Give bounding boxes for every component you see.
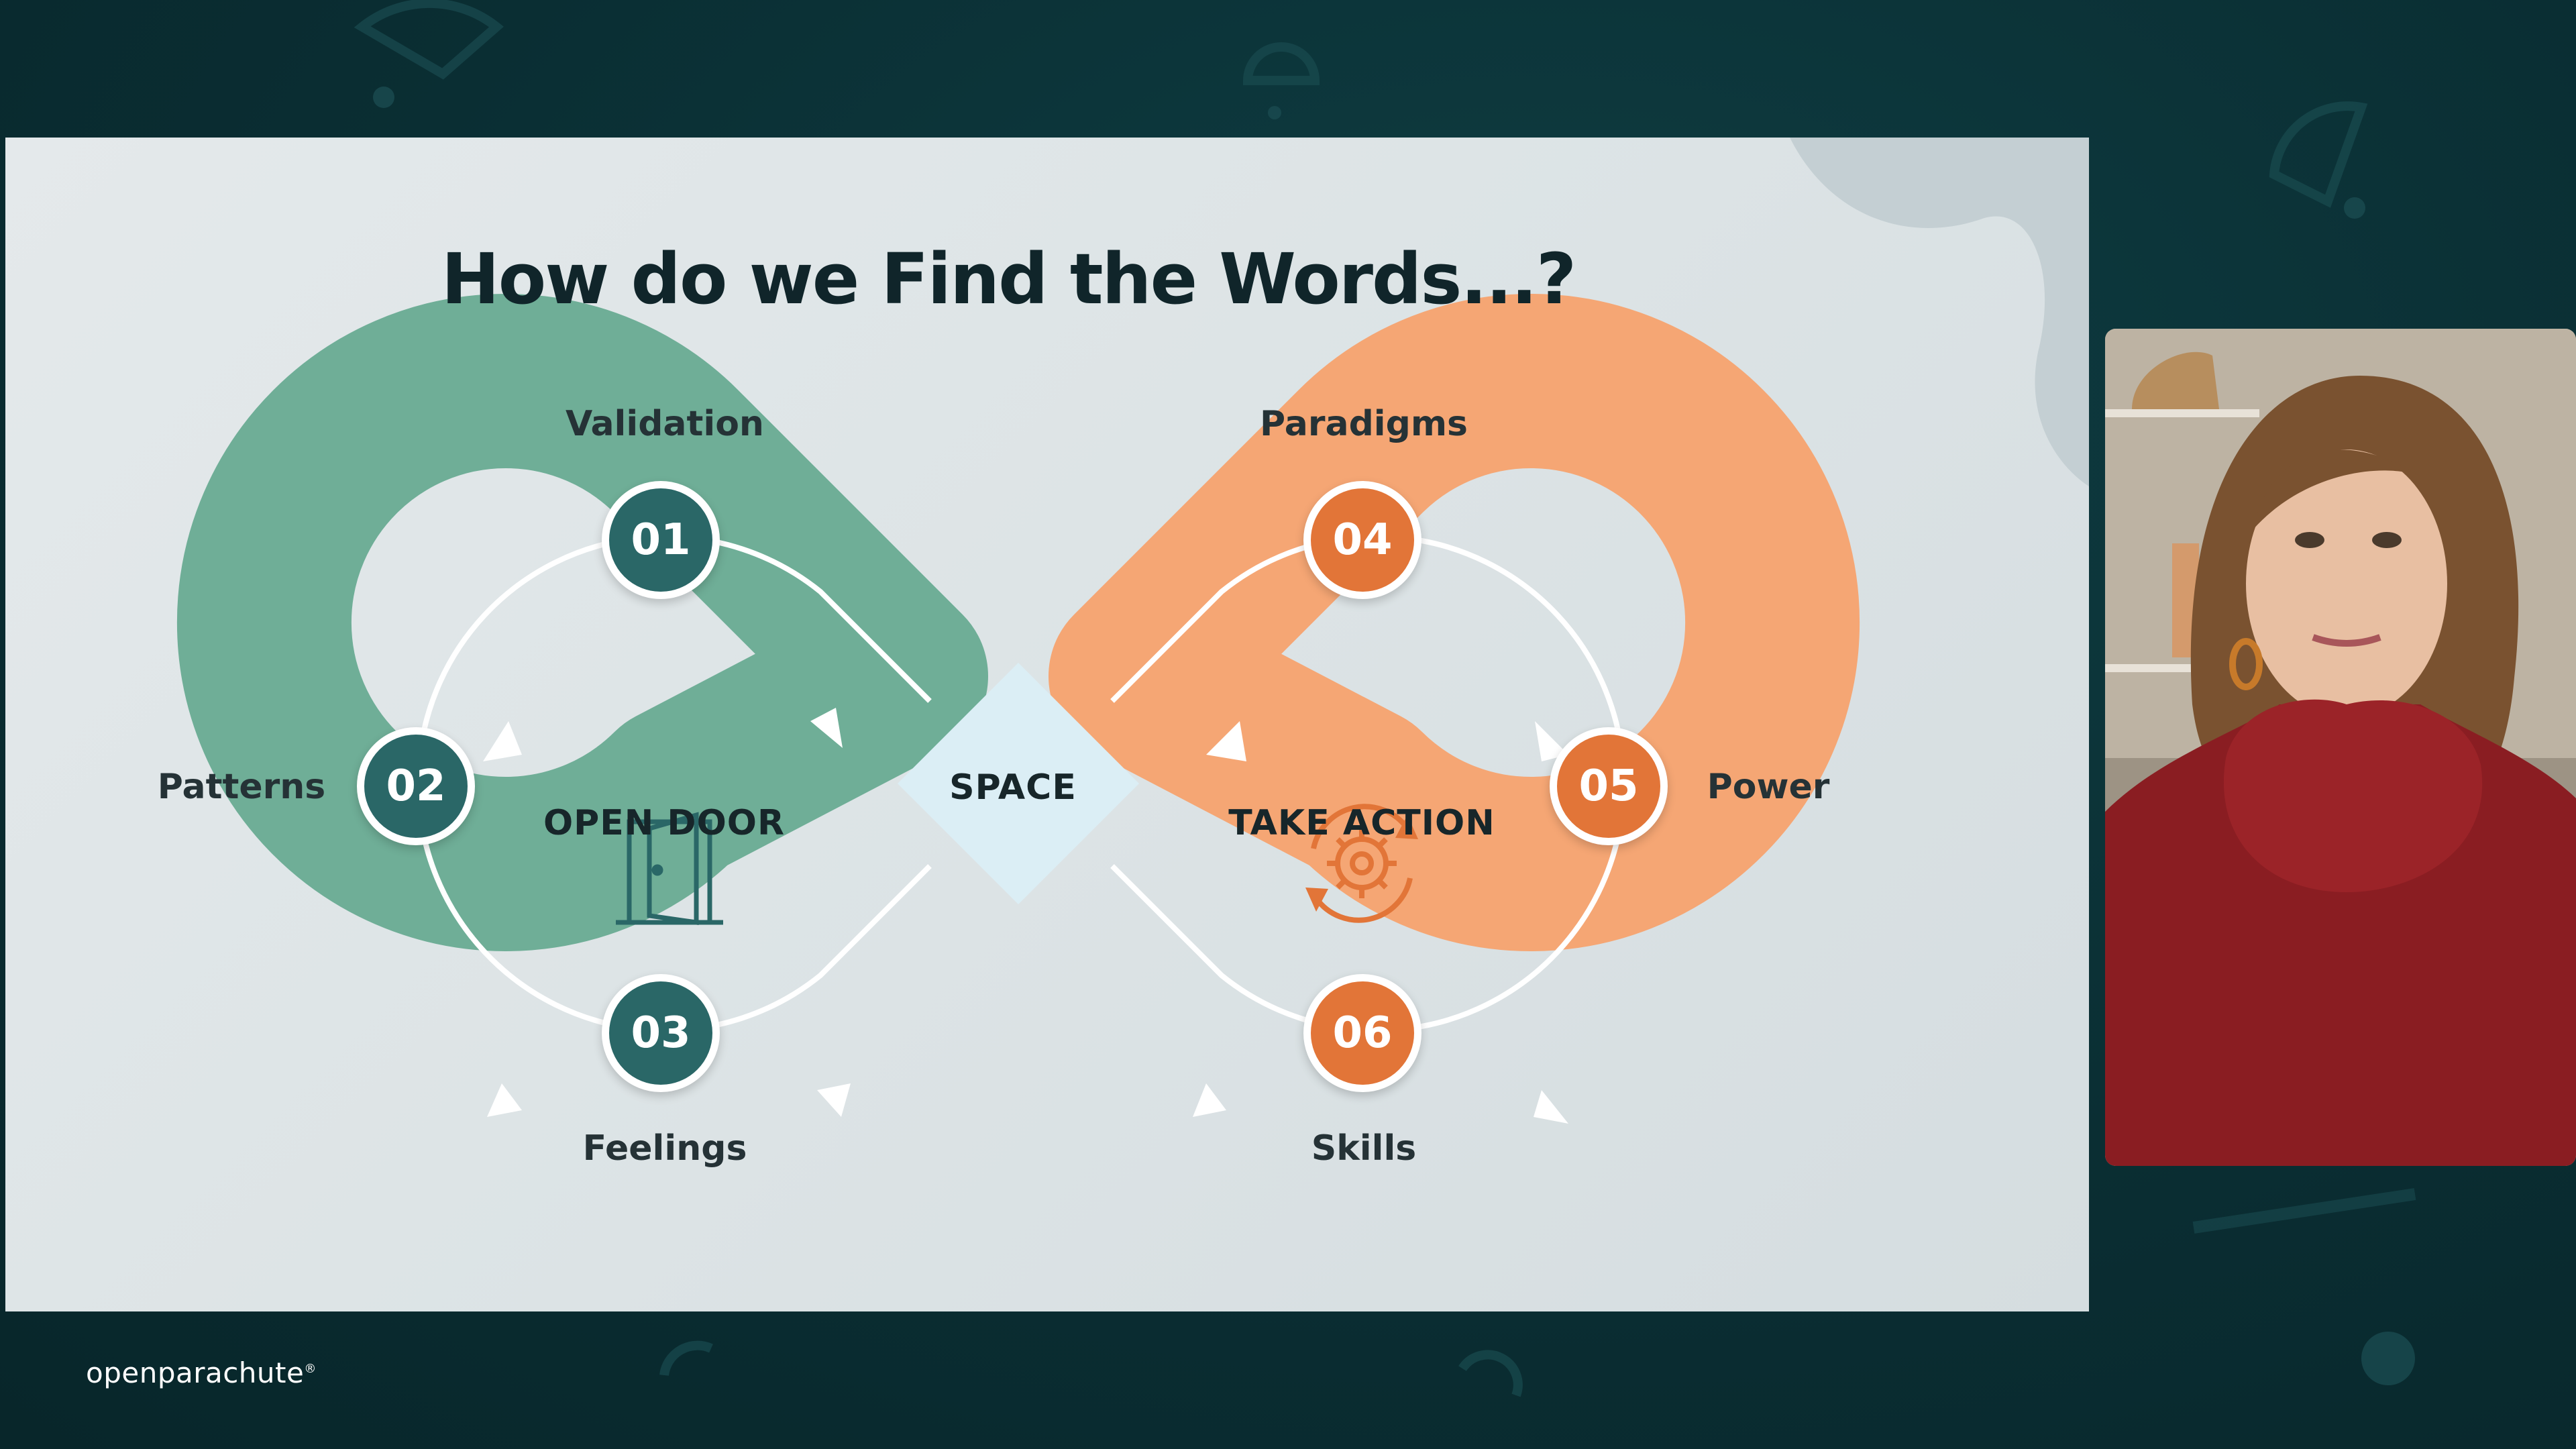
- space-diamond: [898, 663, 1139, 904]
- infinity-diagram: [176, 138, 2089, 1124]
- step-node-06: 06: [1303, 974, 1421, 1092]
- arrow-icon: [817, 1083, 851, 1117]
- arrow-icon: [483, 721, 522, 761]
- step-label-validation: Validation: [566, 404, 764, 444]
- step-label-power: Power: [1707, 767, 1830, 807]
- step-node-03: 03: [602, 974, 720, 1092]
- arrow-icon: [1534, 1090, 1568, 1124]
- step-label-feelings: Feelings: [582, 1128, 747, 1169]
- step-node-02: 02: [357, 727, 475, 845]
- slide-title: How do we Find the Words...?: [441, 238, 1577, 320]
- presenter-video: [2105, 329, 2576, 1166]
- step-label-patterns: Patterns: [157, 767, 326, 807]
- step-label-paradigms: Paradigms: [1260, 404, 1468, 444]
- open-door-label: OPEN DOOR: [543, 803, 786, 843]
- corner-blob: [1790, 138, 2089, 486]
- arrow-icon: [1193, 1083, 1226, 1117]
- step-node-01: 01: [602, 481, 720, 599]
- step-node-05: 05: [1550, 727, 1668, 845]
- door-icon: [616, 812, 723, 926]
- step-label-skills: Skills: [1311, 1128, 1417, 1169]
- brand-name: openparachute: [86, 1356, 305, 1389]
- space-label: SPACE: [949, 767, 1077, 808]
- presentation-slide: How do we Find the Words...? SPACE OPEN …: [5, 138, 2089, 1311]
- orange-loop: [1049, 294, 1860, 951]
- presenter-image: [2105, 329, 2576, 1166]
- green-loop: [176, 294, 988, 951]
- step-node-04: 04: [1303, 481, 1421, 599]
- brand-mark: ®: [304, 1362, 317, 1376]
- brand-logo: openparachute®: [86, 1356, 317, 1389]
- gear-cycle-icon: [1305, 804, 1418, 923]
- arrow-icon: [1206, 721, 1246, 761]
- arrow-icon: [487, 1083, 522, 1117]
- arrow-icon: [810, 708, 843, 748]
- take-action-label: TAKE ACTION: [1228, 803, 1495, 843]
